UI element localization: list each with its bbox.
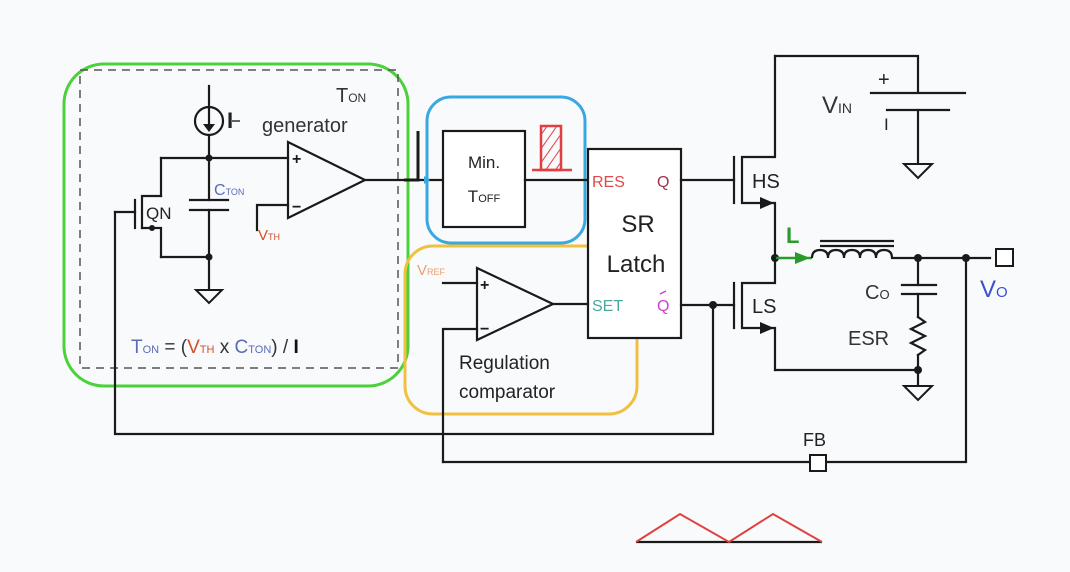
current-arrow-icon bbox=[203, 124, 215, 132]
wire bbox=[773, 54, 920, 94]
opamp-minus-sign: − bbox=[480, 321, 489, 338]
qn-label: QN bbox=[146, 204, 172, 223]
junction-dot bbox=[205, 253, 213, 261]
cton-label: CTON bbox=[214, 182, 244, 199]
hs-label: HS bbox=[752, 171, 780, 193]
junction-dot bbox=[709, 301, 717, 309]
co-label: CO bbox=[865, 282, 890, 304]
inductor-current-arrow-icon bbox=[795, 252, 810, 264]
min-toff-line2: TOFF bbox=[468, 187, 501, 206]
qbar-overline bbox=[659, 290, 667, 295]
inductor-coil bbox=[810, 248, 894, 259]
res-pin-label: RES bbox=[592, 174, 625, 191]
qn-arrow-icon bbox=[149, 225, 155, 231]
min-toff-line1: Min. bbox=[468, 153, 500, 172]
ton-comparator-opamp bbox=[286, 140, 368, 220]
hs-mosfet bbox=[740, 54, 777, 260]
inductor-current-label: L bbox=[786, 223, 799, 248]
vin-minus: I bbox=[884, 115, 889, 134]
sr-latch-line2: Latch bbox=[607, 251, 666, 278]
vin-plus: + bbox=[878, 69, 890, 91]
vth-label: VTH bbox=[258, 227, 280, 244]
esr-label: ESR bbox=[848, 328, 889, 350]
opamp-plus-sign: + bbox=[480, 277, 489, 294]
ls-mosfet bbox=[740, 256, 777, 372]
fb-wire bbox=[824, 256, 968, 464]
sr-latch-line1: SR bbox=[621, 211, 654, 238]
ripple-waveform bbox=[635, 512, 823, 544]
esr-resistor bbox=[908, 315, 928, 357]
ton-generator-highlight bbox=[62, 62, 410, 388]
sr-latch-block bbox=[586, 147, 683, 340]
fb-terminal[interactable] bbox=[809, 454, 827, 472]
wire-qbar-feedback bbox=[113, 210, 715, 436]
wire bbox=[140, 226, 163, 259]
fb-wire bbox=[441, 327, 479, 464]
fb-label: FB bbox=[803, 430, 826, 450]
junction-dot bbox=[914, 366, 922, 374]
vin-label: VIN bbox=[822, 92, 852, 119]
qbar-pin-label: Q bbox=[657, 298, 669, 315]
ton-formula: TON = (VTH x CTON) / I bbox=[131, 337, 299, 358]
opamp-plus-sign: + bbox=[292, 151, 301, 168]
q-pin-label: Q bbox=[657, 174, 669, 191]
current-source-label: I bbox=[227, 108, 233, 133]
set-pin-label: SET bbox=[592, 298, 623, 315]
min-toff-pulse-icon bbox=[539, 124, 563, 172]
min-toff-block bbox=[441, 129, 527, 229]
vo-terminal[interactable] bbox=[995, 248, 1014, 267]
ground-icon bbox=[901, 163, 935, 180]
ton-subtitle: generator bbox=[262, 115, 348, 137]
arrow-icon bbox=[424, 176, 430, 184]
regulation-line2: comparator bbox=[459, 382, 556, 403]
ground-icon bbox=[193, 289, 225, 305]
regulation-line1: Regulation bbox=[459, 353, 550, 374]
vo-label: VO bbox=[980, 276, 1008, 303]
hs-arrow-icon bbox=[760, 197, 774, 209]
vth-wire bbox=[255, 203, 290, 232]
ton-title: TON bbox=[336, 85, 366, 107]
opamp-minus-sign: − bbox=[292, 199, 301, 216]
min-toff-highlight bbox=[425, 95, 587, 245]
ls-label: LS bbox=[752, 296, 776, 318]
ground-icon bbox=[901, 385, 935, 402]
ls-arrow-icon bbox=[760, 322, 774, 334]
regulation-comparator-opamp bbox=[475, 266, 556, 342]
ton-generator-dashed-box bbox=[79, 69, 399, 369]
vref-label: VREF bbox=[417, 262, 446, 279]
pulse-icon bbox=[404, 131, 420, 182]
